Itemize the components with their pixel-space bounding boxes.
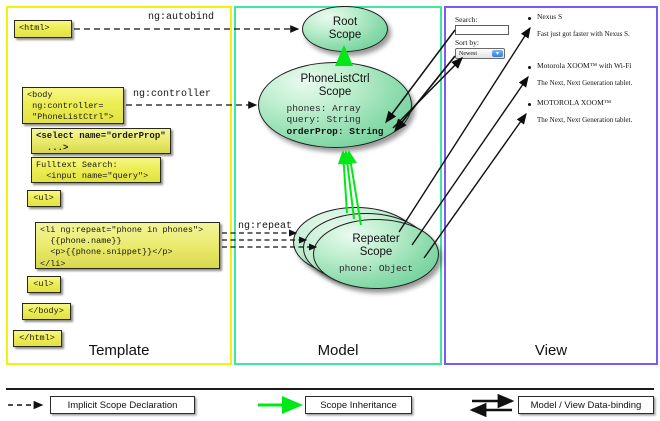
model-column-label: Model [317, 342, 359, 359]
body-controller-box: <body ng:controller= "PhoneListCtrl"> [22, 87, 124, 124]
repeater-scope: Repeater Scope phone: Object [313, 219, 439, 289]
li-repeat-box: <li ng:repeat="phone in phones"> {{phone… [35, 222, 220, 269]
ul-close-box: <ul> [27, 276, 61, 293]
ng-autobind-label: ng:autobind [148, 12, 215, 23]
select-orderprop-box: <select name="orderProp" ...> [31, 128, 171, 154]
ng-repeat-label: ng:repeat [238, 221, 293, 232]
legend-data-binding: Model / View Data-binding [518, 396, 654, 414]
legend-divider [6, 388, 654, 390]
view-column: View [444, 6, 658, 365]
view-phone-snippet: Fast just got faster with Nexus S. [537, 30, 630, 38]
root-scope-title-1: Root [332, 16, 358, 29]
phonelistctrl-scope-title-2: Scope [318, 85, 352, 98]
view-phone-bullet [528, 103, 531, 106]
view-column-label: View [534, 342, 568, 359]
phonelistctrl-scope: PhoneListCtrl Scope phones: Array query:… [258, 62, 412, 148]
legend-scope-inheritance: Scope Inheritance [305, 396, 412, 414]
ng-controller-label: ng:controller [133, 89, 212, 100]
legend-implicit-scope: Implicit Scope Declaration [50, 396, 195, 414]
phonelistctrl-scope-title-1: PhoneListCtrl [300, 72, 370, 85]
view-phone-snippet: The Next, Next Generation tablet. [537, 116, 633, 124]
view-search-label: Search: [455, 15, 478, 24]
ul-open-box: <ul> [27, 190, 61, 207]
view-phone-name[interactable]: MOTOROLA XOOM™ [537, 98, 612, 107]
fulltext-search-box: Fulltext Search: <input name="query"> [31, 157, 161, 183]
view-phone-bullet [528, 17, 531, 20]
body-close-box: </body> [22, 303, 71, 320]
phonelistctrl-scope-props: phones: Array query: String orderProp: S… [287, 103, 384, 138]
html-close-box: </html> [13, 330, 62, 347]
root-scope: Root Scope [302, 6, 388, 52]
repeater-scope-props: phone: Object [338, 263, 414, 275]
view-sort-selected-value: Newest [459, 50, 477, 57]
view-sort-select[interactable]: Newest ▾ [455, 48, 505, 59]
model-column: Model [234, 6, 442, 365]
view-phone-bullet [528, 66, 531, 69]
template-column-label: Template [88, 342, 150, 359]
repeater-scope-title-1: Repeater [352, 233, 400, 246]
html-open-box: <html> [14, 20, 72, 38]
view-sort-label: Sort by: [455, 38, 479, 47]
phonelistctrl-scope-props-bold: orderProp: String [286, 125, 384, 137]
view-phone-snippet: The Next, Next Generation tablet. [537, 79, 633, 87]
chevron-down-icon[interactable]: ▾ [492, 50, 503, 57]
root-scope-title-2: Scope [328, 29, 362, 41]
phonelistctrl-scope-props-plain: phones: Array query: String [286, 102, 361, 126]
view-phone-name[interactable]: Motorola XOOM™ with Wi-Fi [537, 61, 632, 70]
view-phone-name[interactable]: Nexus S [537, 12, 563, 21]
view-search-input[interactable] [455, 25, 509, 35]
repeater-scope-title-2: Scope [359, 246, 393, 259]
